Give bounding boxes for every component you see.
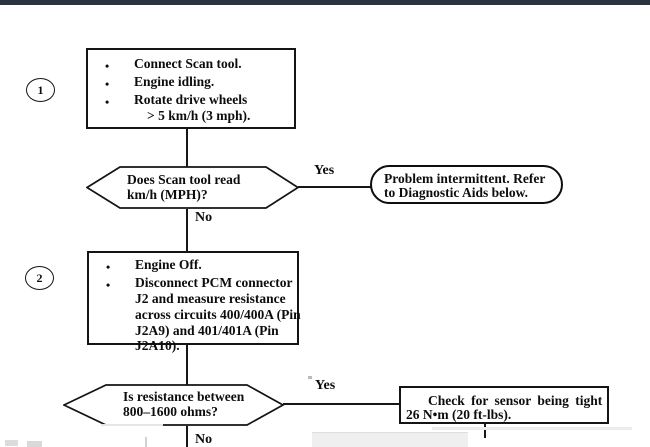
terminal-line-1: Problem intermittent. Refer xyxy=(384,171,546,186)
terminal-oval: Problem intermittent. Refer to Diagnosti… xyxy=(370,165,563,204)
decision-hexagon-2: Is resistance between 800–1600 ohms? xyxy=(63,384,285,426)
step-number-circle-1: 1 xyxy=(26,78,55,102)
step-number-2-label: 2 xyxy=(36,270,43,285)
action-box-1: • Connect Scan tool. • Engine idling. • … xyxy=(86,48,296,129)
terminal-line-2: to Diagnostic Aids below. xyxy=(384,185,529,200)
scan-artifact xyxy=(145,437,147,447)
connector-decision1-to-box2 xyxy=(186,209,188,251)
action-box-2-item-2-line-4: J2A9) and 401/401A (Pin xyxy=(135,323,279,338)
scan-artifact xyxy=(308,376,312,379)
yes-label-1: Yes xyxy=(314,163,335,178)
scan-artifact xyxy=(432,427,632,430)
connector-box3-down xyxy=(484,424,486,438)
scan-artifact xyxy=(5,440,18,446)
no-label-2: No xyxy=(195,432,213,447)
scan-artifact xyxy=(312,432,468,447)
decision-hexagon-1: Does Scan tool read km/h (MPH)? xyxy=(86,166,300,209)
action-box-1-item-1: Connect Scan tool. xyxy=(134,56,242,71)
action-box-2: • Engine Off. • Disconnect PCM connector… xyxy=(87,251,301,353)
scan-artifact xyxy=(27,441,42,447)
decision-1-line-2: km/h (MPH)? xyxy=(127,187,208,202)
bullet-icon: • xyxy=(106,278,111,292)
action-box-2-item-2-line-3: across circuits 400/400A (Pin xyxy=(135,307,301,322)
decision-1-line-1: Does Scan tool read xyxy=(127,172,241,187)
no-label-1: No xyxy=(195,210,213,225)
action-box-2-item-2-line-1: Disconnect PCM connector xyxy=(135,275,293,290)
decision-2-line-2: 800–1600 ohms? xyxy=(123,404,218,419)
action-box-2-item-2-line-2: J2 and measure resistance xyxy=(135,291,286,306)
bullet-icon: • xyxy=(106,260,111,274)
step-number-1-label: 1 xyxy=(37,82,44,97)
connector-decision1-yes xyxy=(298,186,371,188)
bullet-icon: • xyxy=(105,77,110,91)
action-box-2-item-1: Engine Off. xyxy=(135,257,202,272)
page-top-rule xyxy=(0,0,650,5)
action-box-3: Check for sensor being tight 26 N•m (20 … xyxy=(399,386,609,424)
bullet-icon: • xyxy=(105,95,110,109)
connector-box1-to-decision1 xyxy=(186,128,188,168)
action-box-3-line-1: Check for sensor being tight xyxy=(428,393,603,408)
action-box-2-item-2-line-5: J2A10). xyxy=(135,338,180,353)
decision-2-line-1: Is resistance between xyxy=(123,389,245,404)
yes-label-2: Yes xyxy=(315,378,336,393)
bullet-icon: • xyxy=(105,59,110,73)
action-box-1-item-3-line-2: > 5 km/h (3 mph). xyxy=(147,108,251,123)
action-box-1-item-3-line-1: Rotate drive wheels xyxy=(134,92,248,107)
action-box-3-line-2: 26 N•m (20 ft-lbs). xyxy=(406,407,512,422)
connector-decision2-no xyxy=(186,426,188,447)
step-number-circle-2: 2 xyxy=(25,266,54,290)
action-box-1-item-2: Engine idling. xyxy=(134,74,215,89)
connector-decision2-yes xyxy=(283,403,400,405)
scan-artifact xyxy=(101,424,163,426)
connector-box2-to-decision2 xyxy=(186,345,188,386)
